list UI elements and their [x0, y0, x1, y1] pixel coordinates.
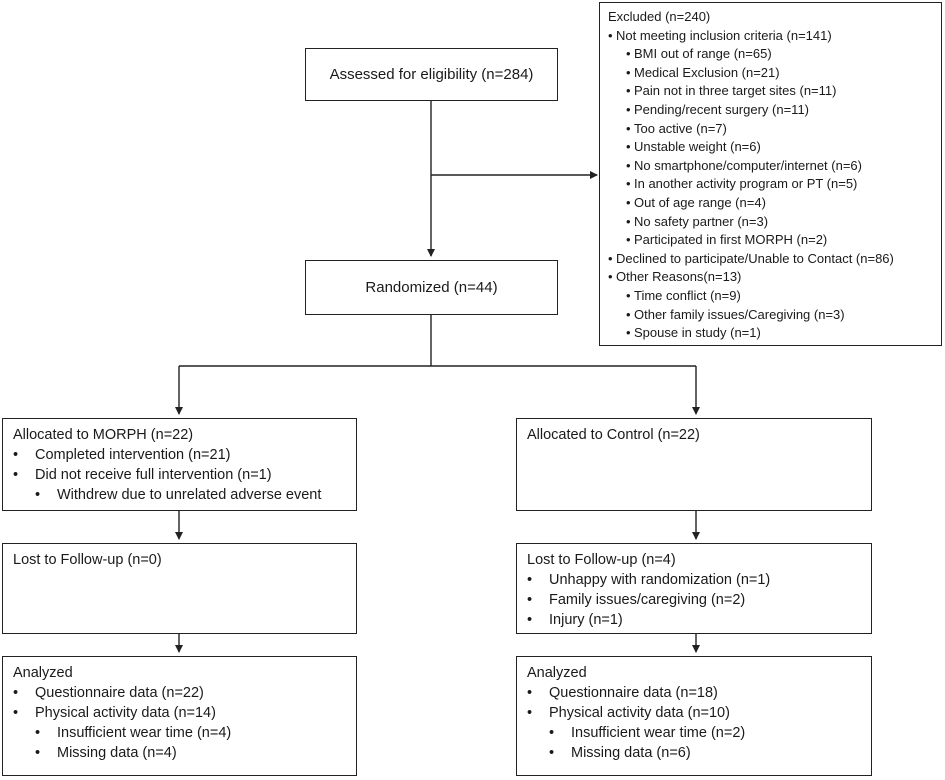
list-item: •Physical activity data (n=14)	[13, 705, 216, 721]
excluded-reason-text: Spouse in study (n=1)	[634, 325, 761, 341]
excluded-reason-text: No smartphone/computer/internet (n=6)	[634, 157, 862, 173]
bullet-icon: •	[626, 306, 631, 322]
randomized-label: Randomized (n=44)	[365, 279, 498, 296]
excluded-reason-text: Too active (n=7)	[634, 120, 727, 136]
bullet-icon: •	[626, 83, 631, 99]
excluded-reason-text: Other Reasons(n=13)	[616, 269, 742, 285]
bullet-icon: •	[626, 64, 631, 80]
list-item: •Completed intervention (n=21)	[13, 447, 231, 463]
control-analyzed-box: Analyzed •Questionnaire data (n=18) •Phy…	[516, 656, 872, 776]
excluded-reasons-list: •Not meeting inclusion criteria (n=141)•…	[608, 27, 933, 343]
bullet-icon: •	[608, 27, 613, 43]
excluded-reason-text: BMI out of range (n=65)	[634, 46, 772, 62]
excluded-subreason: •No safety partner (n=3)	[608, 213, 933, 232]
bullet-icon: •	[626, 325, 631, 341]
morph-allocated-box: Allocated to MORPH (n=22) •Completed int…	[2, 418, 357, 511]
morph-lost-title: Lost to Follow-up (n=0)	[13, 552, 162, 568]
bullet-icon: •	[626, 139, 631, 155]
list-item: •Questionnaire data (n=18)	[527, 685, 718, 701]
list-item: •Physical activity data (n=10)	[527, 705, 730, 721]
list-subitem: •Insufficient wear time (n=4)	[35, 725, 232, 741]
excluded-subreason: •Pain not in three target sites (n=11)	[608, 82, 933, 101]
assessed-label: Assessed for eligibility (n=284)	[329, 66, 534, 83]
excluded-reason-text: In another activity program or PT (n=5)	[634, 176, 858, 192]
excluded-reason-text: Pain not in three target sites (n=11)	[634, 83, 837, 99]
excluded-subreason: •Medical Exclusion (n=21)	[608, 64, 933, 83]
list-item: •Unhappy with randomization (n=1)	[527, 572, 771, 588]
morph-analyzed-box: Analyzed •Questionnaire data (n=22) •Phy…	[2, 656, 357, 776]
excluded-reason-text: Unstable weight (n=6)	[634, 139, 761, 155]
list-item: •Did not receive full intervention (n=1)	[13, 467, 272, 483]
control-analyzed-title: Analyzed	[527, 665, 587, 681]
excluded-reason-text: Not meeting inclusion criteria (n=141)	[616, 27, 832, 43]
excluded-subreason: •Participated in first MORPH (n=2)	[608, 231, 933, 250]
excluded-reason-text: Pending/recent surgery (n=11)	[634, 101, 809, 117]
bullet-icon: •	[626, 176, 631, 192]
morph-lost-box: Lost to Follow-up (n=0)	[2, 543, 357, 634]
list-item: •Injury (n=1)	[527, 612, 623, 628]
excluded-reason-text: No safety partner (n=3)	[634, 213, 769, 229]
morph-allocated-title: Allocated to MORPH (n=22)	[13, 427, 194, 443]
excluded-subreason: •In another activity program or PT (n=5)	[608, 175, 933, 194]
excluded-title: Excluded (n=240)	[608, 9, 711, 24]
excluded-reason: •Declined to participate/Unable to Conta…	[608, 250, 933, 269]
excluded-reason-text: Other family issues/Caregiving (n=3)	[634, 306, 845, 322]
excluded-box: Excluded (n=240) •Not meeting inclusion …	[599, 2, 942, 346]
bullet-icon: •	[626, 232, 631, 248]
list-subitem: •Missing data (n=4)	[35, 745, 177, 761]
assessed-box: Assessed for eligibility (n=284)	[305, 48, 558, 101]
control-allocated-title: Allocated to Control (n=22)	[527, 427, 700, 443]
list-subitem: •Insufficient wear time (n=2)	[549, 725, 746, 741]
excluded-subreason: •Unstable weight (n=6)	[608, 138, 933, 157]
randomized-box: Randomized (n=44)	[305, 260, 558, 315]
list-subitem: •Missing data (n=6)	[549, 745, 691, 761]
excluded-reason: •Not meeting inclusion criteria (n=141)	[608, 27, 933, 46]
excluded-subreason: •Too active (n=7)	[608, 120, 933, 139]
bullet-icon: •	[608, 250, 613, 266]
bullet-icon: •	[626, 213, 631, 229]
excluded-subreason: •Pending/recent surgery (n=11)	[608, 101, 933, 120]
bullet-icon: •	[608, 269, 613, 285]
excluded-reason-text: Time conflict (n=9)	[634, 287, 741, 303]
excluded-subreason: •Other family issues/Caregiving (n=3)	[608, 306, 933, 325]
excluded-subreason: •Spouse in study (n=1)	[608, 324, 933, 343]
excluded-subreason: •No smartphone/computer/internet (n=6)	[608, 157, 933, 176]
excluded-reason-text: Out of age range (n=4)	[634, 194, 766, 210]
excluded-reason-text: Medical Exclusion (n=21)	[634, 64, 780, 80]
excluded-reason-text: Participated in first MORPH (n=2)	[634, 232, 828, 248]
bullet-icon: •	[626, 194, 631, 210]
control-lost-box: Lost to Follow-up (n=4) •Unhappy with ra…	[516, 543, 872, 634]
list-item: •Questionnaire data (n=22)	[13, 685, 204, 701]
excluded-subreason: •Out of age range (n=4)	[608, 194, 933, 213]
bullet-icon: •	[626, 287, 631, 303]
bullet-icon: •	[626, 157, 631, 173]
control-allocated-box: Allocated to Control (n=22)	[516, 418, 872, 511]
excluded-subreason: •BMI out of range (n=65)	[608, 45, 933, 64]
list-item: •Family issues/caregiving (n=2)	[527, 592, 746, 608]
bullet-icon: •	[626, 101, 631, 117]
excluded-reason: •Other Reasons(n=13)	[608, 268, 933, 287]
bullet-icon: •	[626, 46, 631, 62]
excluded-subreason: •Time conflict (n=9)	[608, 287, 933, 306]
excluded-reason-text: Declined to participate/Unable to Contac…	[616, 250, 894, 266]
control-lost-title: Lost to Follow-up (n=4)	[527, 552, 676, 568]
bullet-icon: •	[626, 120, 631, 136]
morph-analyzed-title: Analyzed	[13, 665, 73, 681]
list-subitem: •Withdrew due to unrelated adverse event	[35, 487, 322, 503]
